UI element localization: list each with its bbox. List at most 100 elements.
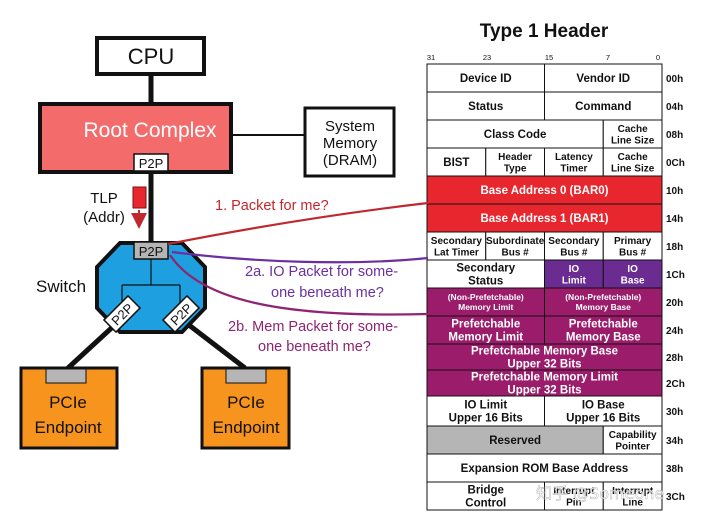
switch-box: P2P P2P P2P (95, 241, 207, 334)
table-cell-text: IO (569, 264, 580, 275)
bit-label: 23 (483, 53, 491, 62)
table-cell-text: Interrupt (612, 486, 654, 497)
table-cell-text: Status (468, 101, 503, 113)
offset-label: 08h (666, 130, 683, 141)
root-p2p-box (133, 153, 169, 172)
system-memory-box: System Memory (DRAM) (303, 106, 396, 178)
table-cell-text: Command (575, 101, 631, 113)
table-cell-text: Capability (609, 430, 657, 441)
tlp-packet-icon (132, 186, 147, 209)
table-cell-text: Memory Base (576, 302, 632, 312)
table-cell-text: Base Address 0 (BAR0) (480, 185, 608, 197)
table-cell-text: Bridge (468, 485, 504, 497)
bit-label: 31 (427, 53, 435, 62)
table-cell-text: Device ID (460, 73, 512, 85)
table-cell: Class Code (426, 119, 604, 149)
system-memory-line-2: Memory (323, 135, 378, 152)
system-memory-line-1: System (325, 118, 375, 135)
table-cell-text: Upper 32 Bits (507, 359, 581, 371)
table-cell-text: Header (498, 152, 532, 163)
endpoint-left-box: PCIe Endpoint (19, 366, 119, 450)
offset-labels: 00h04h08h0Ch10h14h18h1Ch20h24h28h2Ch30h3… (666, 74, 685, 503)
switch-p2p-top-label: P2P (139, 244, 164, 259)
table-cell-text: IO Base (582, 400, 625, 412)
table-cell-text: Line Size (611, 135, 655, 146)
arrow-io-packet (171, 250, 429, 264)
root-complex-label: Root Complex (83, 119, 217, 142)
table-cell-text: Prefetchable Memory Base (471, 346, 618, 358)
table-cell-text: Cache (618, 124, 648, 135)
table-cell-text: Timer (560, 163, 587, 174)
tlp-packet: TLP (Addr) (83, 186, 147, 229)
offset-label: 0Ch (666, 158, 685, 169)
table-cell: Vendor ID (544, 63, 663, 93)
switch-ep-left-link (66, 320, 120, 370)
root-complex-box: Root Complex P2P (38, 102, 233, 174)
table-cell-text: Pointer (615, 441, 650, 452)
table-cell-text: BIST (443, 157, 469, 169)
table-cell-text: IO (627, 264, 638, 275)
table-cell-text: Memory Limit (448, 332, 523, 344)
bit-label: 0 (656, 53, 660, 62)
annotation-2b-line-1: 2b. Mem Packet for some- (228, 319, 398, 335)
table-cell-text: Prefetchable Memory Limit (471, 372, 618, 384)
table-cell: (Non-Prefetchable)Memory Base (544, 287, 663, 317)
table-cell-text: Line Size (611, 163, 655, 174)
cpu-box: CPU (95, 36, 206, 76)
offset-label: 34h (666, 436, 683, 447)
tlp-label: TLP (90, 190, 118, 207)
watermark: 知乎 @Someone (536, 484, 664, 503)
offset-label: 3Ch (666, 492, 685, 503)
offset-label: 18h (666, 242, 683, 253)
table-cell: Base Address 1 (BAR1) (426, 203, 663, 233)
table-cell-text: Latency (555, 152, 593, 163)
annotation-2a-line-2: one beneath me? (271, 285, 384, 301)
table-cell: BIST (426, 147, 487, 177)
table-cell: Expansion ROM Base Address (426, 453, 663, 483)
offset-label: 38h (666, 464, 683, 475)
table-cell-text: Limit (562, 275, 587, 286)
table-cell: Command (544, 91, 663, 121)
bit-label: 15 (545, 53, 553, 62)
table-cell-text: Pin (566, 497, 582, 508)
table-cell: Device ID (426, 63, 545, 93)
arrow-packet-for-me (167, 201, 429, 246)
table-cell-text: Expansion ROM Base Address (461, 463, 629, 475)
offset-label: 00h (666, 74, 683, 85)
table-cell-text: Secondary (431, 236, 483, 247)
table-cell-text: IO Limit (464, 400, 507, 412)
table-cell-text: Base (621, 275, 645, 286)
annotation-1: 1. Packet for me? (215, 198, 329, 214)
topology: CPU Root Complex P2P System Memory (DRAM… (19, 36, 398, 450)
endpoint-right-line-1: PCIe (227, 393, 265, 412)
table-cell-text: Reserved (489, 435, 541, 447)
table-cell-text: Cache (618, 152, 648, 163)
table-cell-text: Class Code (484, 129, 547, 141)
tlp-addr-label: (Addr) (83, 209, 125, 226)
switch-p2p-left-box (102, 294, 142, 334)
table-cell-text: Prefetchable (569, 319, 638, 331)
annotation-2a-line-1: 2a. IO Packet for some- (245, 264, 398, 280)
offset-label: 30h (666, 407, 683, 418)
table-cell-text: (Non-Prefetchable) (448, 292, 524, 302)
table-cell-text: Interrupt (553, 486, 595, 497)
system-memory-line-3: (DRAM) (323, 152, 377, 169)
offset-label: 28h (666, 353, 683, 364)
table-cell-text: Memory Limit (458, 302, 513, 312)
switch-ep-right-link (183, 320, 247, 370)
